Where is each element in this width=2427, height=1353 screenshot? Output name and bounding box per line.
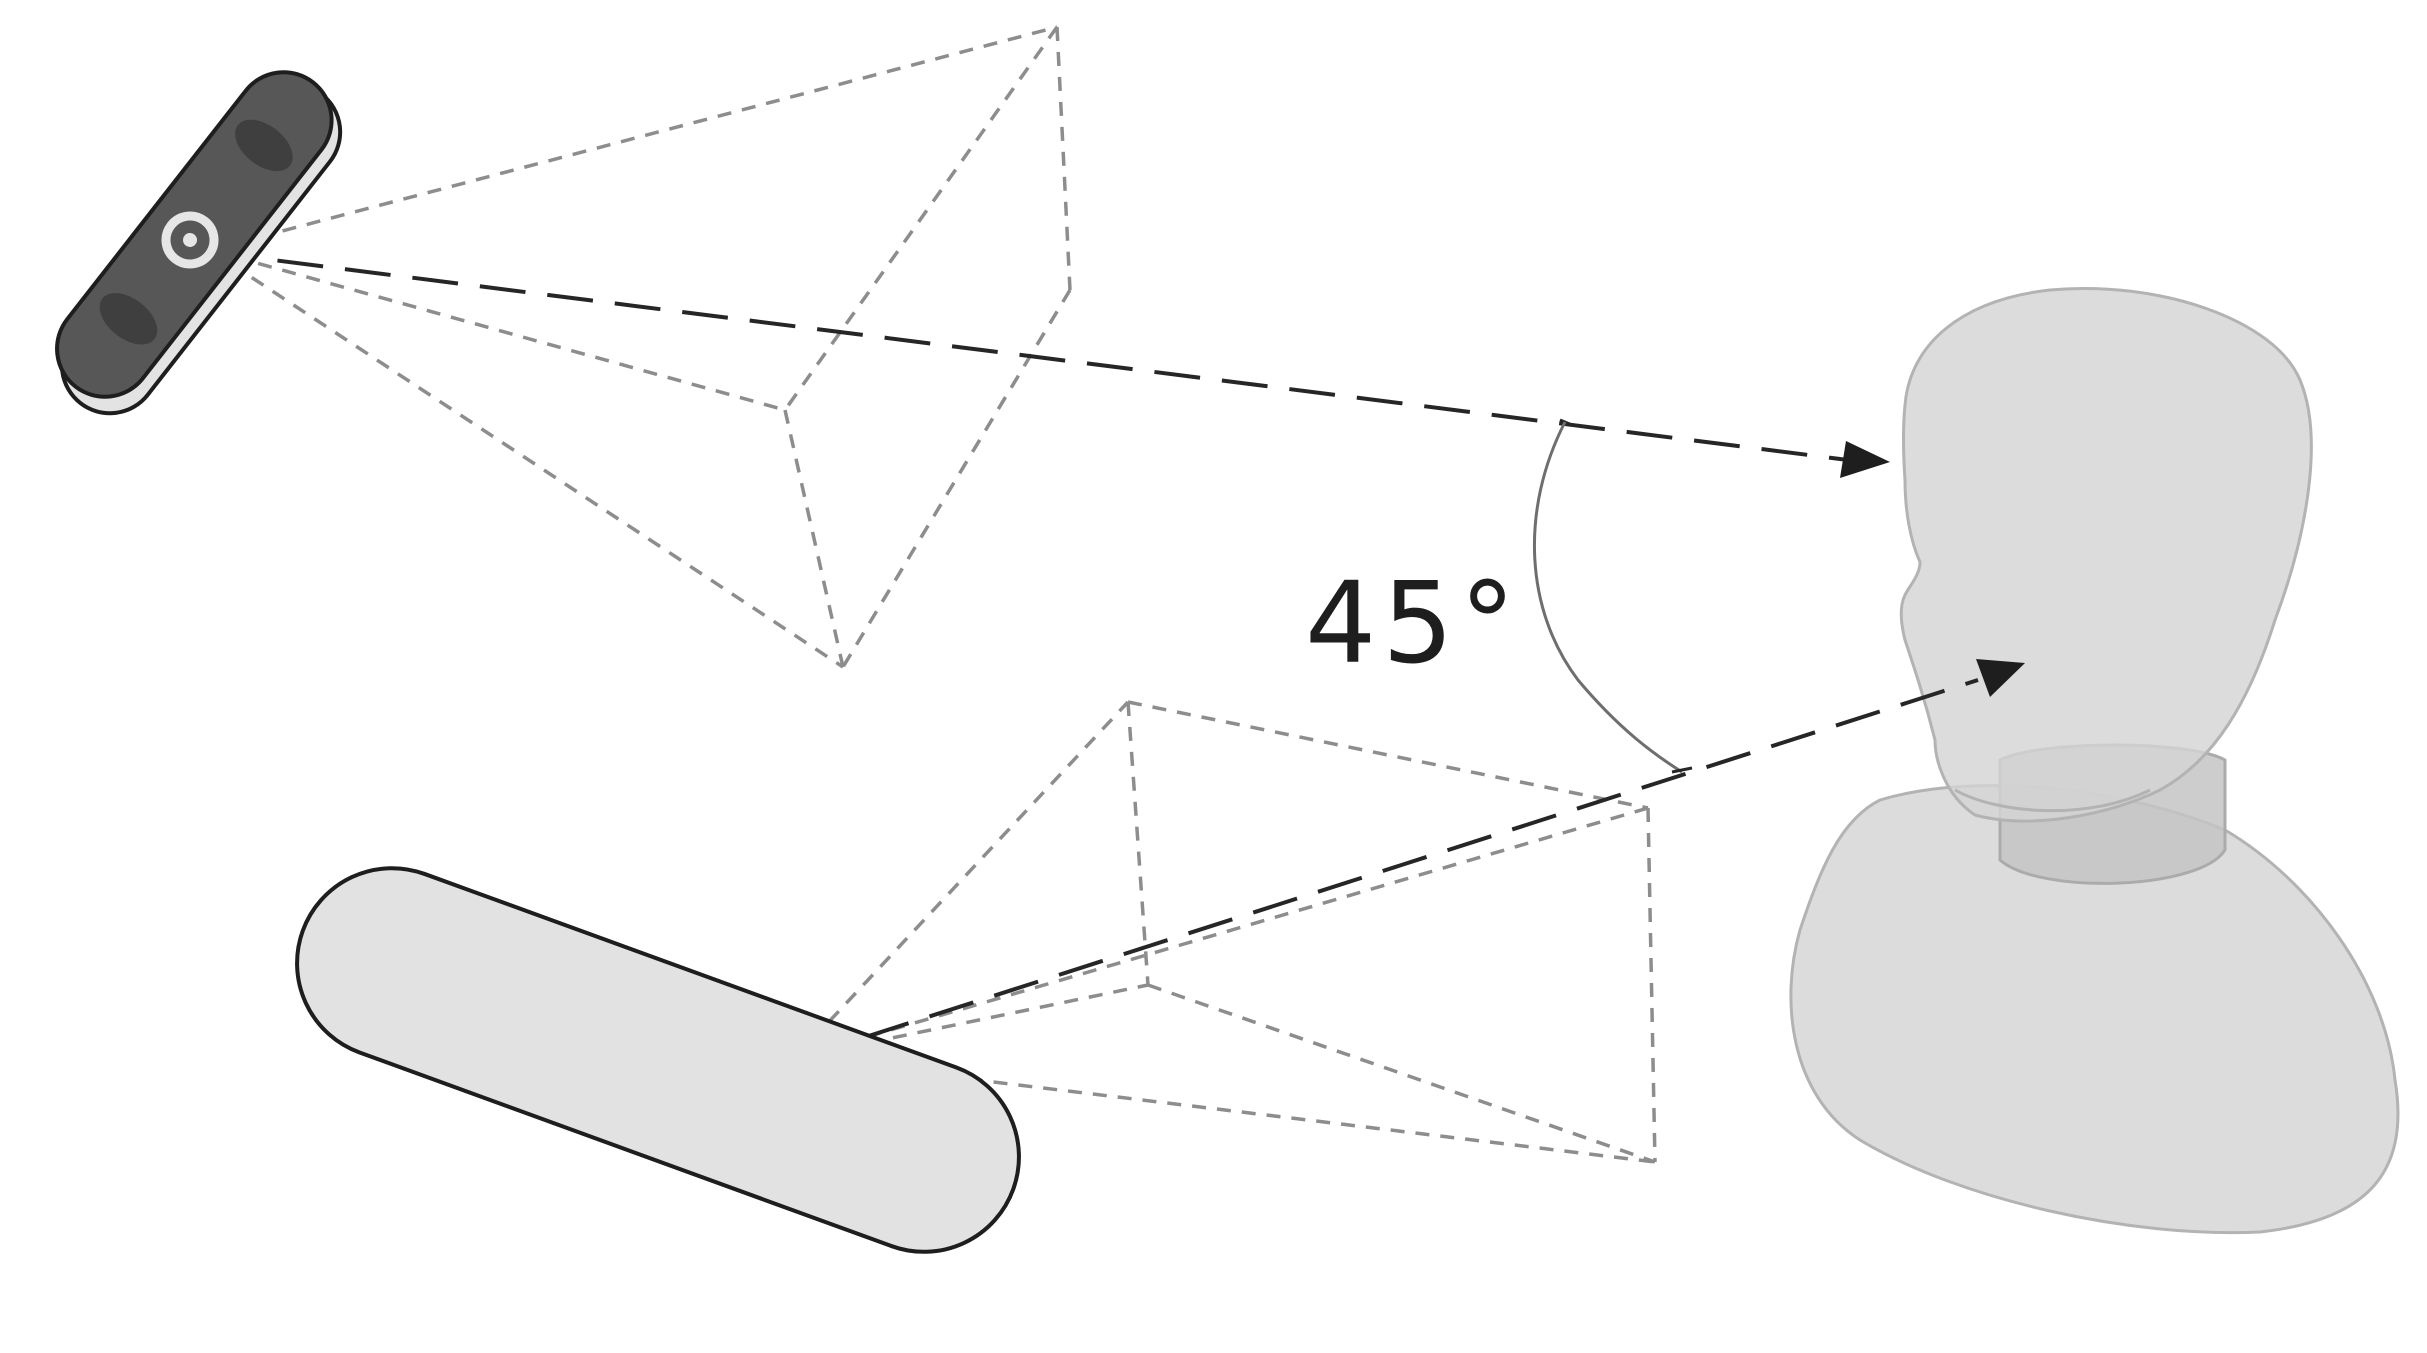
frustum-edge xyxy=(209,248,786,412)
frustum-edge xyxy=(1126,701,1150,986)
frustum-edge xyxy=(794,1056,1656,1164)
bottom-camera-optical-axis xyxy=(799,678,1979,1060)
frustum-edge xyxy=(1055,26,1072,291)
angle-tick-top xyxy=(1559,418,1573,427)
bottom-camera-field-of-view xyxy=(793,700,1657,1164)
top-axis-arrowhead xyxy=(1840,441,1890,478)
frustum-edge xyxy=(783,25,1059,412)
top-camera xyxy=(55,70,343,416)
head xyxy=(1899,286,2313,823)
frustum-edge xyxy=(209,25,1058,252)
angle-indicator: 45° xyxy=(1305,418,1693,774)
chin-shoulder-edge xyxy=(1954,788,2151,813)
left-sensor-icon xyxy=(99,293,158,345)
frustum-edge xyxy=(783,409,845,668)
optical-axes xyxy=(209,250,2025,1060)
angle-tick-bottom xyxy=(1671,766,1693,774)
frustum-edge xyxy=(209,248,844,669)
bottom-camera xyxy=(295,866,1021,1254)
frustum-edge xyxy=(1147,983,1656,1164)
camera-body-face xyxy=(295,866,1021,1254)
angle-arc xyxy=(1532,421,1683,774)
center-lens-icon xyxy=(183,233,197,247)
frustum-edge xyxy=(1646,807,1657,1163)
angle-label: 45° xyxy=(1305,559,1522,689)
center-lens-ring-icon xyxy=(161,211,219,269)
frustum-edge xyxy=(1127,700,1649,810)
top-camera-optical-axis xyxy=(209,250,1849,462)
head-bust xyxy=(1789,286,2400,1235)
frustum-edge xyxy=(794,806,1649,1060)
bottom-axis-arrowhead xyxy=(1976,659,2025,697)
top-camera-field-of-view xyxy=(209,25,1072,669)
frustum-edge xyxy=(793,700,1130,1060)
right-sensor-icon xyxy=(235,119,293,172)
